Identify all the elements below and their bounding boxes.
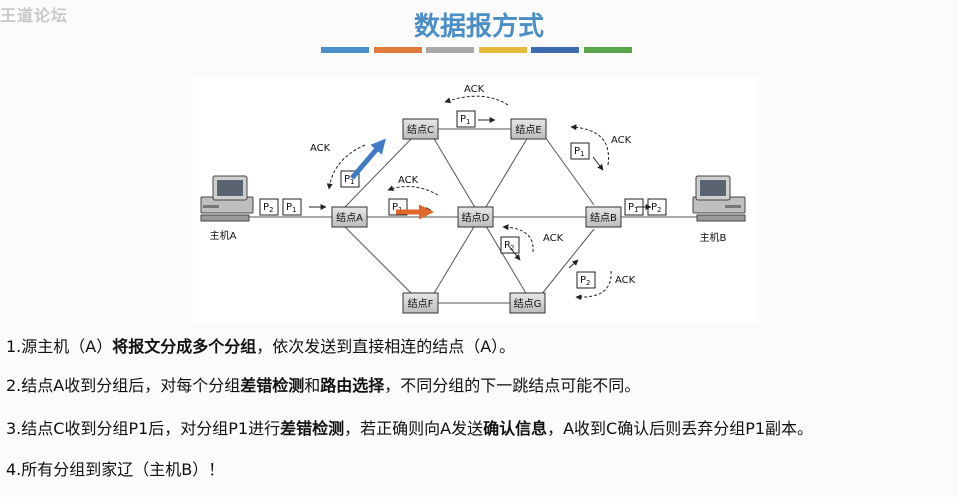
ack-label-g: ACK [543, 233, 564, 244]
packet-box [456, 110, 476, 128]
link-g-b [540, 228, 595, 296]
node-e-label: 结点E [515, 123, 541, 136]
link-a-f [344, 226, 414, 296]
ack-label-d: ACK [398, 175, 419, 186]
network-diagram: 结点A 结点C 结点E 结点D 结点B 结点F 结点G 主机A 主机B P2 P1… [200, 84, 746, 314]
packet-direction-arrows [309, 117, 652, 269]
packet-box [259, 198, 279, 216]
ack-label-e: ACK [611, 135, 632, 146]
packet-subscript: 2 [269, 206, 273, 214]
step-text: 1.源主机（A） [6, 337, 113, 356]
node-e-box [510, 118, 547, 140]
color-bar-segment [374, 47, 422, 53]
host-a-computer-icon [200, 175, 254, 222]
ack-arc-b-to-e [570, 124, 610, 166]
node-f-label: 结点F [408, 297, 434, 310]
step-text: ，若正确则向A发送 [344, 419, 484, 438]
blue-forward-arrow [350, 138, 386, 180]
link-a-c [344, 136, 414, 208]
step-3: 3.结点C收到分组P1后，对分组P1进行差错检测，若正确则向A发送确认信息，A收… [6, 415, 813, 439]
packet-box [282, 198, 302, 216]
step-text: 3.结点C收到分组P1后，对分组P1进行 [6, 419, 281, 438]
packets-layer: P2P1P1P1P1P1P1P2P2P2 [259, 110, 667, 289]
host-a-label: 主机A [210, 229, 237, 242]
network-nodes: 结点A 结点C 结点E 结点D 结点B 结点F 结点G [331, 118, 622, 314]
arrow-e-to-b [592, 156, 604, 171]
emphasis-text: 将报文分成多个分组 [112, 337, 257, 356]
forum-watermark: 王道论坛 [0, 6, 69, 25]
node-d-box [457, 206, 494, 228]
packet-label: P1 [628, 202, 639, 214]
node-c-label: 结点C [407, 123, 434, 136]
arrow-d-to-g [507, 244, 521, 261]
color-bar-segment [479, 47, 527, 53]
node-b-box [585, 206, 622, 228]
ack-arc-b-to-g [575, 270, 612, 301]
packet-label: P2 [580, 275, 591, 287]
packet-subscript: 1 [634, 206, 638, 214]
packet-subscript: 1 [580, 150, 584, 158]
packet-label: P2 [263, 202, 274, 214]
ack-label-a: ACK [310, 143, 331, 154]
step-text: 2.结点A收到分组后，对每个分组 [6, 376, 241, 395]
page-title: 数据报方式 [413, 12, 544, 42]
packet-subscript: 1 [466, 118, 470, 126]
ack-arc-g-to-d [502, 224, 534, 253]
ack-label-b: ACK [615, 275, 636, 286]
emphasis-text: 差错检测 [240, 376, 305, 395]
packet-subscript: 2 [657, 206, 661, 214]
arrow-g-to-b [568, 259, 579, 269]
color-bar-segment [426, 47, 474, 53]
packet-subscript: 2 [510, 244, 514, 252]
emphasis-text: 差错检测 [280, 419, 345, 438]
packet-box [570, 142, 590, 160]
node-g-box [509, 292, 546, 314]
step-text: ，依次发送到直接相连的结点（A）。 [256, 337, 516, 356]
emphasis-text: 确认信息 [483, 419, 548, 438]
ack-arc-d-to-a [387, 185, 439, 196]
ack-arcs [326, 95, 612, 301]
step-text: ，A收到C确认后则丢弃分组P1副本。 [547, 419, 814, 438]
ack-arc-c-to-a [326, 144, 366, 190]
node-a-box [331, 206, 368, 228]
packet-subscript: 1 [350, 178, 354, 186]
packet-label: P1 [460, 114, 471, 126]
ack-label-c: ACK [464, 84, 485, 95]
color-bar-segment [584, 47, 632, 53]
packet-subscript: 1 [292, 206, 296, 214]
packet-box [500, 236, 520, 254]
packet-label: P1 [286, 202, 297, 214]
node-d-label: 结点D [462, 211, 490, 224]
step-text: ，不同分组的下一跳结点可能不同。 [384, 376, 641, 395]
step-2: 2.结点A收到分组后，对每个分组差错检测和路由选择，不同分组的下一跳结点可能不同… [6, 372, 640, 396]
packet-label: P2 [651, 202, 662, 214]
step-1: 1.源主机（A）将报文分成多个分组，依次发送到直接相连的结点（A）。 [6, 333, 515, 357]
host-b-label: 主机B [700, 231, 727, 244]
node-c-box [402, 118, 439, 140]
network-links [241, 128, 713, 304]
step-4: 4.所有分组到家辽（主机B）！ [6, 456, 224, 480]
packet-label: P1 [344, 174, 355, 186]
node-g-label: 结点G [514, 297, 542, 310]
host-b-computer-icon [692, 175, 746, 222]
step-text: 和 [304, 376, 321, 395]
node-a-label: 结点A [336, 211, 363, 224]
ack-labels: ACK ACK ACK ACK ACK ACK [310, 84, 636, 286]
step-text: 4.所有分组到家辽（主机B）！ [6, 460, 225, 479]
packet-subscript: 2 [586, 279, 590, 287]
node-b-label: 结点B [590, 211, 617, 224]
color-bar-segment [531, 47, 579, 53]
node-f-box [402, 292, 439, 314]
color-bar-segment [321, 47, 369, 53]
packet-label: P1 [574, 146, 585, 158]
link-e-b [544, 136, 595, 206]
ack-arc-e-to-c [444, 95, 509, 106]
datagram-network-figure: 结点A 结点C 结点E 结点D 结点B 结点F 结点G 主机A 主机B P2 P1… [193, 77, 757, 323]
emphasis-text: 路由选择 [320, 376, 385, 395]
packet-box [576, 271, 596, 289]
